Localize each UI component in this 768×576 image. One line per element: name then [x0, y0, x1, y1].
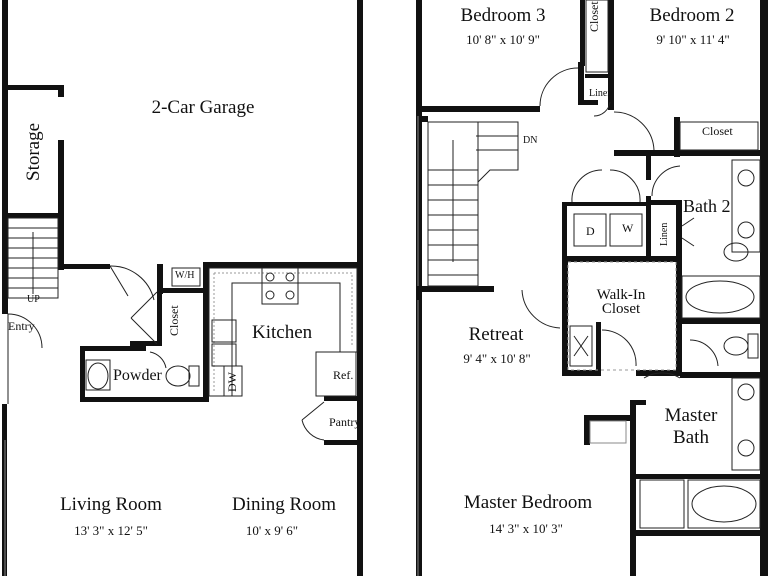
- first-floor-fixtures: [4, 217, 358, 576]
- master-bath-label-line2: Bath: [673, 427, 709, 448]
- ref-label: Ref.: [333, 368, 354, 382]
- closet-bedroom2-label: Closet: [702, 124, 733, 138]
- kitchen-label: Kitchen: [252, 322, 313, 343]
- master-bedroom-label: Master Bedroom: [463, 492, 593, 513]
- master-bath-label-line1: Master: [664, 405, 718, 426]
- closet-top-label: Closet: [587, 1, 601, 32]
- wh-label: W/H: [175, 270, 195, 281]
- walkin-closet-label-line1: Walk-In: [596, 287, 646, 303]
- dining-room-size: 10' x 9' 6": [245, 523, 299, 538]
- bedroom2-size: 9' 10" x 11' 4": [656, 32, 730, 47]
- living-room-size: 13' 3" x 12' 5": [74, 523, 148, 538]
- powder-label: Powder: [113, 367, 162, 384]
- retreat-label: Retreat: [468, 324, 524, 345]
- stairs-up-label: UP: [27, 294, 40, 305]
- bedroom2-label: Bedroom 2: [649, 5, 735, 26]
- linen-top-label: Linen: [589, 88, 613, 99]
- garage-label: 2-Car Garage: [151, 97, 255, 118]
- entry-label: Entry: [8, 319, 35, 333]
- pantry-label: Pantry: [329, 415, 361, 429]
- washer-label: W: [622, 221, 634, 235]
- stairs-dn-label: DN: [523, 135, 538, 146]
- closet-label: Closet: [167, 305, 181, 336]
- retreat-size: 9' 4" x 10' 8": [463, 351, 531, 366]
- master-bedroom-size: 14' 3" x 10' 3": [489, 521, 563, 536]
- second-floor-fixtures: [417, 0, 761, 576]
- bath2-label: Bath 2: [683, 196, 731, 216]
- dining-room-label: Dining Room: [232, 494, 336, 515]
- walkin-closet-label-line2: Closet: [601, 301, 641, 317]
- bedroom3-size: 10' 8" x 10' 9": [466, 32, 540, 47]
- living-room-label: Living Room: [60, 494, 162, 515]
- dw-label: DW: [225, 372, 239, 392]
- bedroom3-label: Bedroom 3: [460, 5, 546, 26]
- storage-label: Storage: [23, 122, 44, 181]
- second-floor-walls: [416, 0, 768, 576]
- dryer-label: D: [586, 224, 595, 238]
- linen-bath-label: Linen: [659, 222, 670, 246]
